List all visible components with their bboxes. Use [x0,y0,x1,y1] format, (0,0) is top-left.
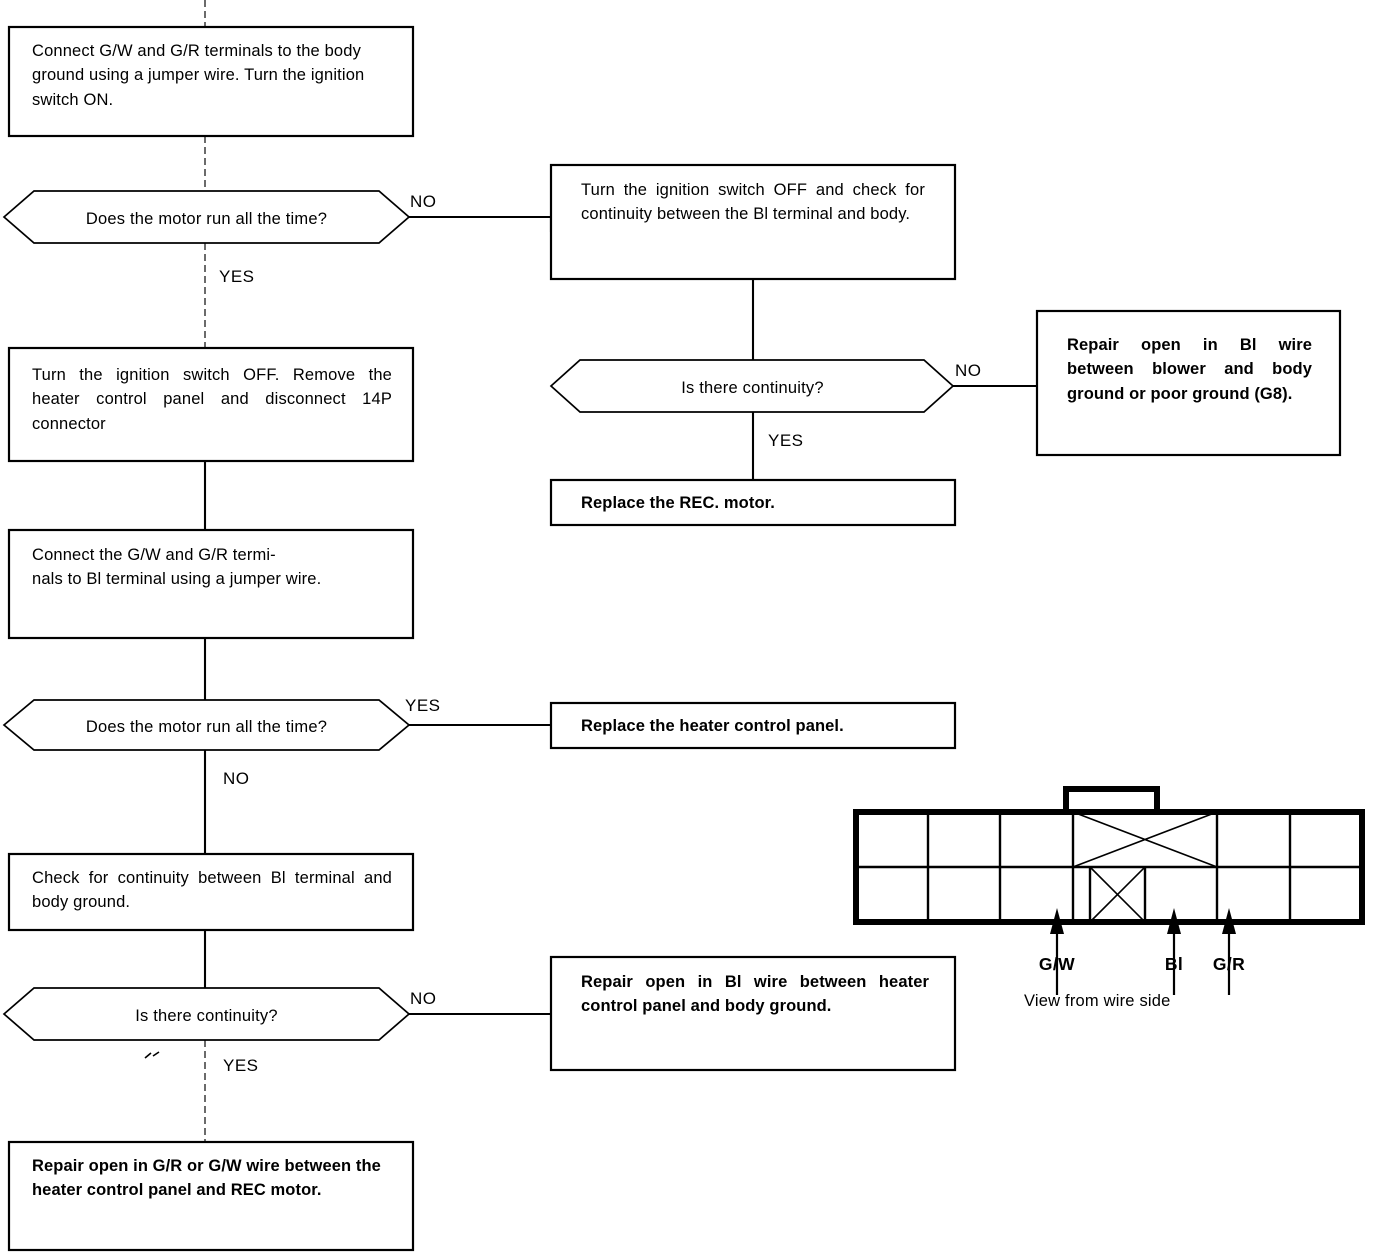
branch-label-n5-no: NO [223,769,250,788]
box-n14 [549,955,957,1072]
decision-n10-text: Is there continuity? [681,379,824,397]
connector-illustration [853,786,1365,995]
scan-artifact [144,1051,160,1059]
pin-label-bl: Bl [1164,954,1184,974]
branch-label-n7-no: NO [410,989,437,1008]
box-n6 [7,852,415,932]
decision-n7-text: Is there continuity? [135,1007,278,1025]
box-n1-text: Connect G/W and G/R terminals to the bod… [32,42,365,109]
pin-pointer-bl [1167,908,1181,995]
branch-label-n2-yes: YES [219,267,255,286]
pin-label-gw: G/W [1038,954,1076,974]
box-n11-text: Replace the REC. motor. [581,494,775,512]
box-n12 [1035,309,1342,457]
branch-label-n10-no: NO [955,361,982,380]
connector-blank-x-bottom [1089,866,1146,923]
box-n3 [7,346,415,463]
box-n11 [549,478,957,527]
box-n14-text: Repair open in Bl wire between heater co… [581,973,929,1016]
decision-n5-text: Does the motor run all the time? [85,718,328,736]
pin-pointer-gw [1050,908,1064,995]
box-n9-text: Turn the ignition switch OFF and check f… [581,181,925,224]
box-n13 [549,701,957,750]
decision-n2-text: Does the motor run all the time? [85,210,328,228]
pin-pointer-gr [1222,908,1236,995]
box-n13-text: Replace the heater control panel. [581,717,844,735]
box-n8 [7,1140,415,1252]
box-n6-text: Check for continuity between Bl terminal… [32,869,392,912]
box-n9 [549,163,957,281]
box-n1 [7,25,415,138]
connector-caption: View from wire side [1024,992,1171,1010]
box-n12-text: Repair open in Bl wire between blower an… [1067,336,1312,403]
branch-label-n7-yes: YES [223,1056,259,1075]
connector-blank-x-top [1072,811,1218,868]
branch-label-n10-yes: YES [768,431,804,450]
box-n8-text: Repair open in G/R or G/W wire between t… [32,1157,381,1200]
branch-label-n2-no: NO [410,192,437,211]
pin-label-gr: G/R [1212,954,1246,974]
branch-label-n5-yes: YES [405,696,441,715]
box-n4 [7,528,415,640]
box-n3-text: Turn the ignition switch OFF. Remove the… [32,366,392,433]
connector-tab [1063,786,1160,812]
box-n4-text: Connect the G/W and G/R termi- nals to B… [32,546,322,589]
